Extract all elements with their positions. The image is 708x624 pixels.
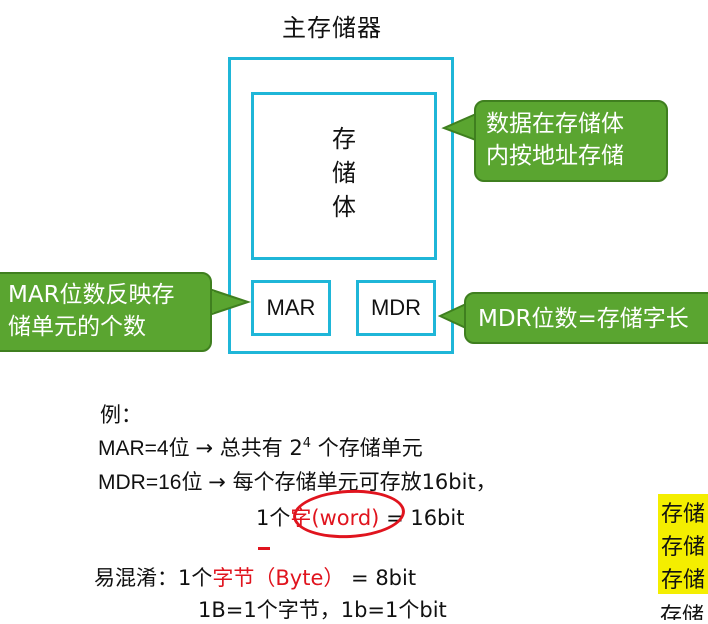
side-highlight-text: 存储: [661, 568, 706, 593]
storage-body-char: 体: [332, 193, 356, 221]
byte-term: 字节（Byte）: [212, 566, 345, 590]
red-mark-annotation: [258, 547, 270, 550]
side-highlight-text: 存储: [661, 502, 706, 527]
mar-register-box: MAR: [251, 280, 331, 336]
example-heading: 例：: [100, 403, 142, 427]
exponent: 4: [302, 436, 312, 451]
arrow-icon: →: [208, 470, 226, 494]
callout-storage-line: 内按地址存储: [486, 143, 624, 169]
confuse-line-byte: 易混淆：1个字节（Byte） = 8bit: [94, 566, 417, 590]
side-highlight-text: 存储: [661, 535, 706, 560]
confuse-line-bit: 1B=1个字节，1b=1个bit: [198, 598, 447, 622]
example-line-mar: MAR=4位 → 总共有 24 个存储单元: [98, 436, 423, 460]
confuse-label: 易混淆：: [94, 566, 178, 590]
example-line-word: 1个字(word) = 16bit: [256, 506, 465, 530]
mdr-label: MDR: [370, 295, 422, 320]
side-cut-text: 存储: [660, 598, 708, 620]
mdr-register-box: MDR: [356, 280, 436, 336]
main-memory-box: [228, 57, 454, 354]
callout-mar-line: 储单元的个数: [8, 314, 146, 340]
callout-mdr: MDR位数=存储字长: [464, 292, 708, 344]
word-term: 字(word): [290, 506, 380, 530]
storage-body-char: 存: [332, 125, 356, 153]
mar-label: MAR: [266, 295, 316, 320]
storage-body-label: 存 储 体: [251, 122, 437, 224]
highlight-strip: [658, 494, 708, 594]
callout-mar: MAR位数反映存 储单元的个数: [0, 272, 212, 352]
arrow-icon: →: [195, 436, 214, 460]
callout-storage-line: 数据在存储体: [486, 111, 624, 137]
diagram-title: 主存储器: [282, 14, 382, 42]
storage-body-box: [251, 92, 437, 260]
callout-mar-line: MAR位数反映存: [8, 282, 175, 308]
storage-body-char: 储: [332, 159, 356, 187]
callout-storage: 数据在存储体 内按地址存储: [474, 100, 668, 182]
example-line-mdr: MDR=16位 → 每个存储单元可存放16bit，: [98, 470, 497, 494]
callout-mdr-text: MDR位数=存储字长: [478, 306, 689, 332]
callout-mar-tail: [210, 288, 252, 316]
